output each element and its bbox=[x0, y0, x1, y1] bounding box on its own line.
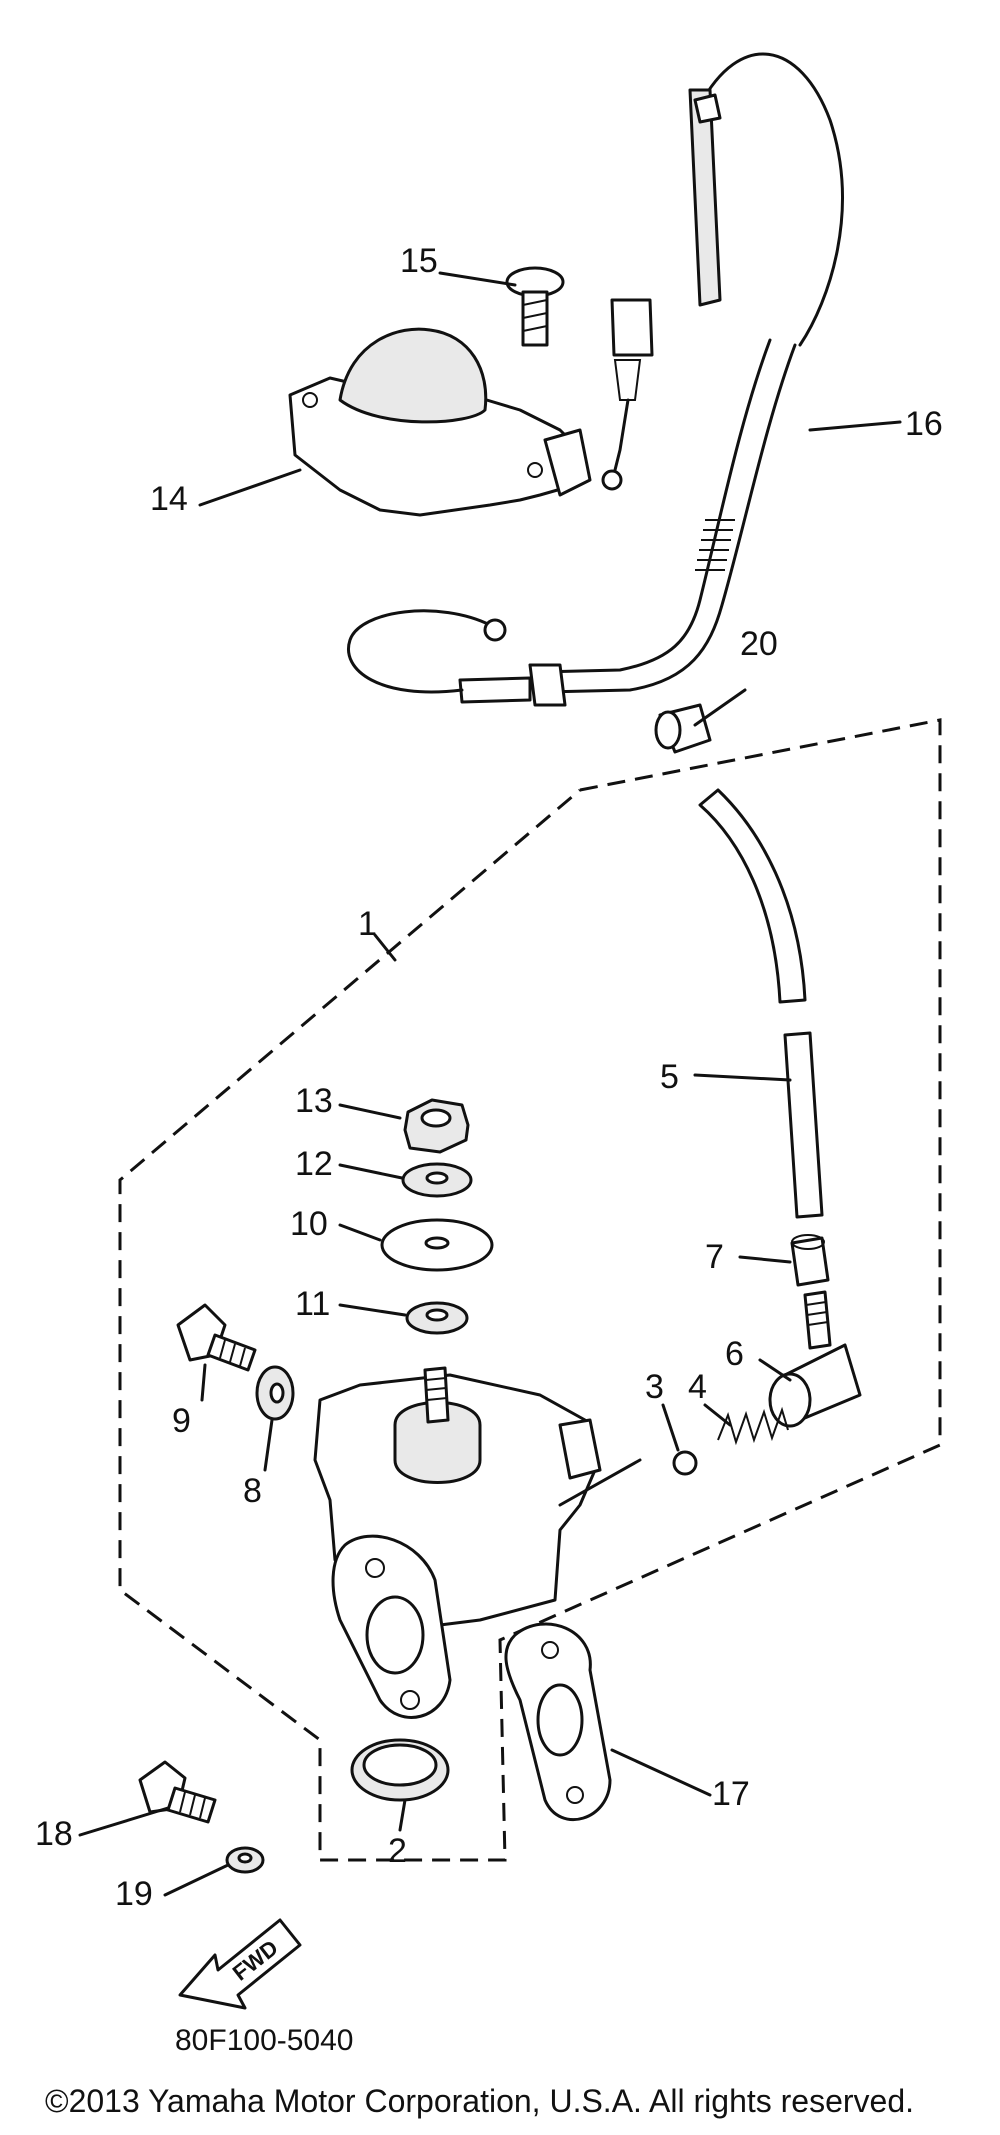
diagram-code: 80F100-5040 bbox=[175, 2024, 353, 2057]
callout-17: 17 bbox=[712, 1775, 750, 1813]
part-19-washer[interactable] bbox=[225, 1846, 265, 1874]
fwd-arrow-icon: FWD bbox=[178, 1918, 302, 2010]
pump-body[interactable] bbox=[313, 1366, 602, 1719]
part-13-nut[interactable] bbox=[403, 1098, 470, 1154]
part-17-gasket[interactable] bbox=[504, 1622, 612, 1822]
callout-9: 9 bbox=[172, 1402, 191, 1440]
callout-15: 15 bbox=[400, 242, 438, 280]
callout-11: 11 bbox=[295, 1285, 330, 1323]
callout-labels: 15 14 16 20 1 5 7 6 4 3 13 12 10 11 9 8 … bbox=[35, 242, 943, 1913]
assembly-boundary bbox=[118, 718, 942, 1862]
callout-20: 20 bbox=[740, 625, 778, 663]
part-18-bolt[interactable] bbox=[138, 1760, 217, 1824]
callout-19: 19 bbox=[115, 1875, 153, 1913]
part-3-ball[interactable] bbox=[672, 1450, 698, 1476]
leader-lines bbox=[78, 271, 902, 1897]
part-6-elbow[interactable] bbox=[768, 1290, 862, 1428]
callout-14: 14 bbox=[150, 480, 188, 518]
callout-6: 6 bbox=[725, 1335, 744, 1373]
callout-2: 2 bbox=[388, 1832, 407, 1870]
callout-10: 10 bbox=[290, 1205, 328, 1243]
part-7-clip[interactable] bbox=[790, 1234, 830, 1287]
part-11-washer[interactable] bbox=[405, 1301, 469, 1335]
callout-8: 8 bbox=[243, 1472, 262, 1510]
part-8-washer[interactable] bbox=[255, 1365, 295, 1421]
part-12-lock-washer[interactable] bbox=[401, 1162, 473, 1198]
callout-7: 7 bbox=[705, 1238, 724, 1276]
callout-12: 12 bbox=[295, 1145, 333, 1183]
callout-18: 18 bbox=[35, 1815, 73, 1853]
part-9-bolt[interactable] bbox=[176, 1303, 257, 1372]
part-15-screw[interactable] bbox=[505, 266, 565, 347]
copyright-notice: ©2013 Yamaha Motor Corporation, U.S.A. A… bbox=[45, 2083, 914, 2119]
part-16-cable[interactable] bbox=[347, 52, 844, 707]
callout-3: 3 bbox=[645, 1368, 664, 1406]
part-10-washer[interactable] bbox=[380, 1218, 494, 1272]
part-2-oil-seal[interactable] bbox=[350, 1738, 450, 1802]
callout-4: 4 bbox=[688, 1368, 707, 1406]
part-20-collar[interactable] bbox=[654, 703, 712, 754]
part-5-hose[interactable] bbox=[698, 788, 824, 1219]
callout-5: 5 bbox=[660, 1058, 679, 1096]
callout-13: 13 bbox=[295, 1082, 333, 1120]
part-14-cover[interactable] bbox=[288, 327, 592, 517]
callout-1: 1 bbox=[358, 905, 377, 943]
callout-16: 16 bbox=[905, 405, 943, 443]
